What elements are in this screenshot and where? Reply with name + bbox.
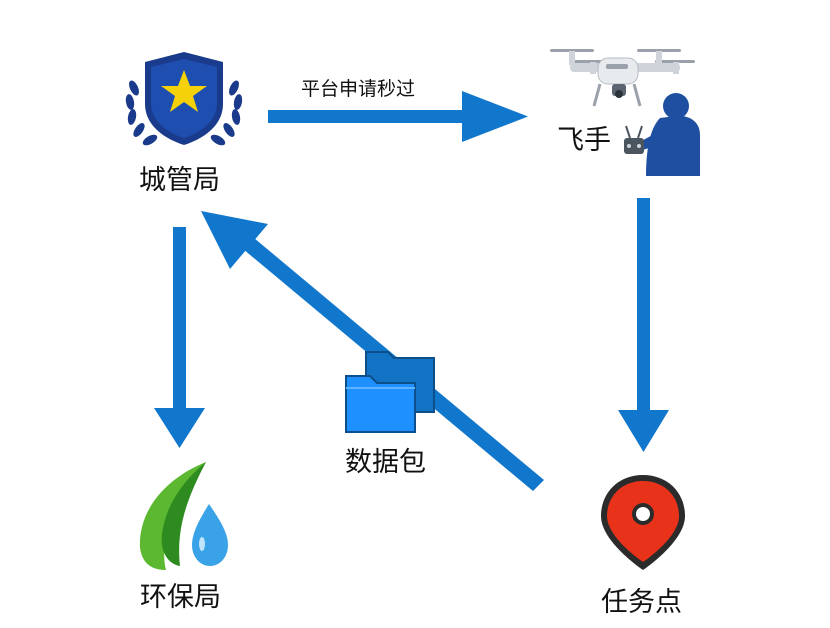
drone-pilot-icon (550, 49, 700, 176)
arrow-pilot-to-task (618, 198, 669, 452)
location-pin-icon (601, 475, 685, 570)
arrow-city-to-pilot (268, 91, 528, 142)
edge-label-data-package: 数据包 (345, 447, 426, 478)
edge-label-city-to-pilot: 平台申请秒过 (301, 78, 416, 100)
arrow-city-to-env (154, 227, 205, 448)
node-label-task: 任务点 (601, 587, 682, 618)
node-label-env: 环保局 (140, 582, 221, 613)
node-label-city: 城管局 (139, 165, 220, 196)
leaf-water-drop-icon (139, 462, 228, 570)
folder-icon (345, 351, 435, 433)
police-badge-icon (125, 52, 243, 146)
node-label-pilot: 飞手 (557, 125, 611, 156)
